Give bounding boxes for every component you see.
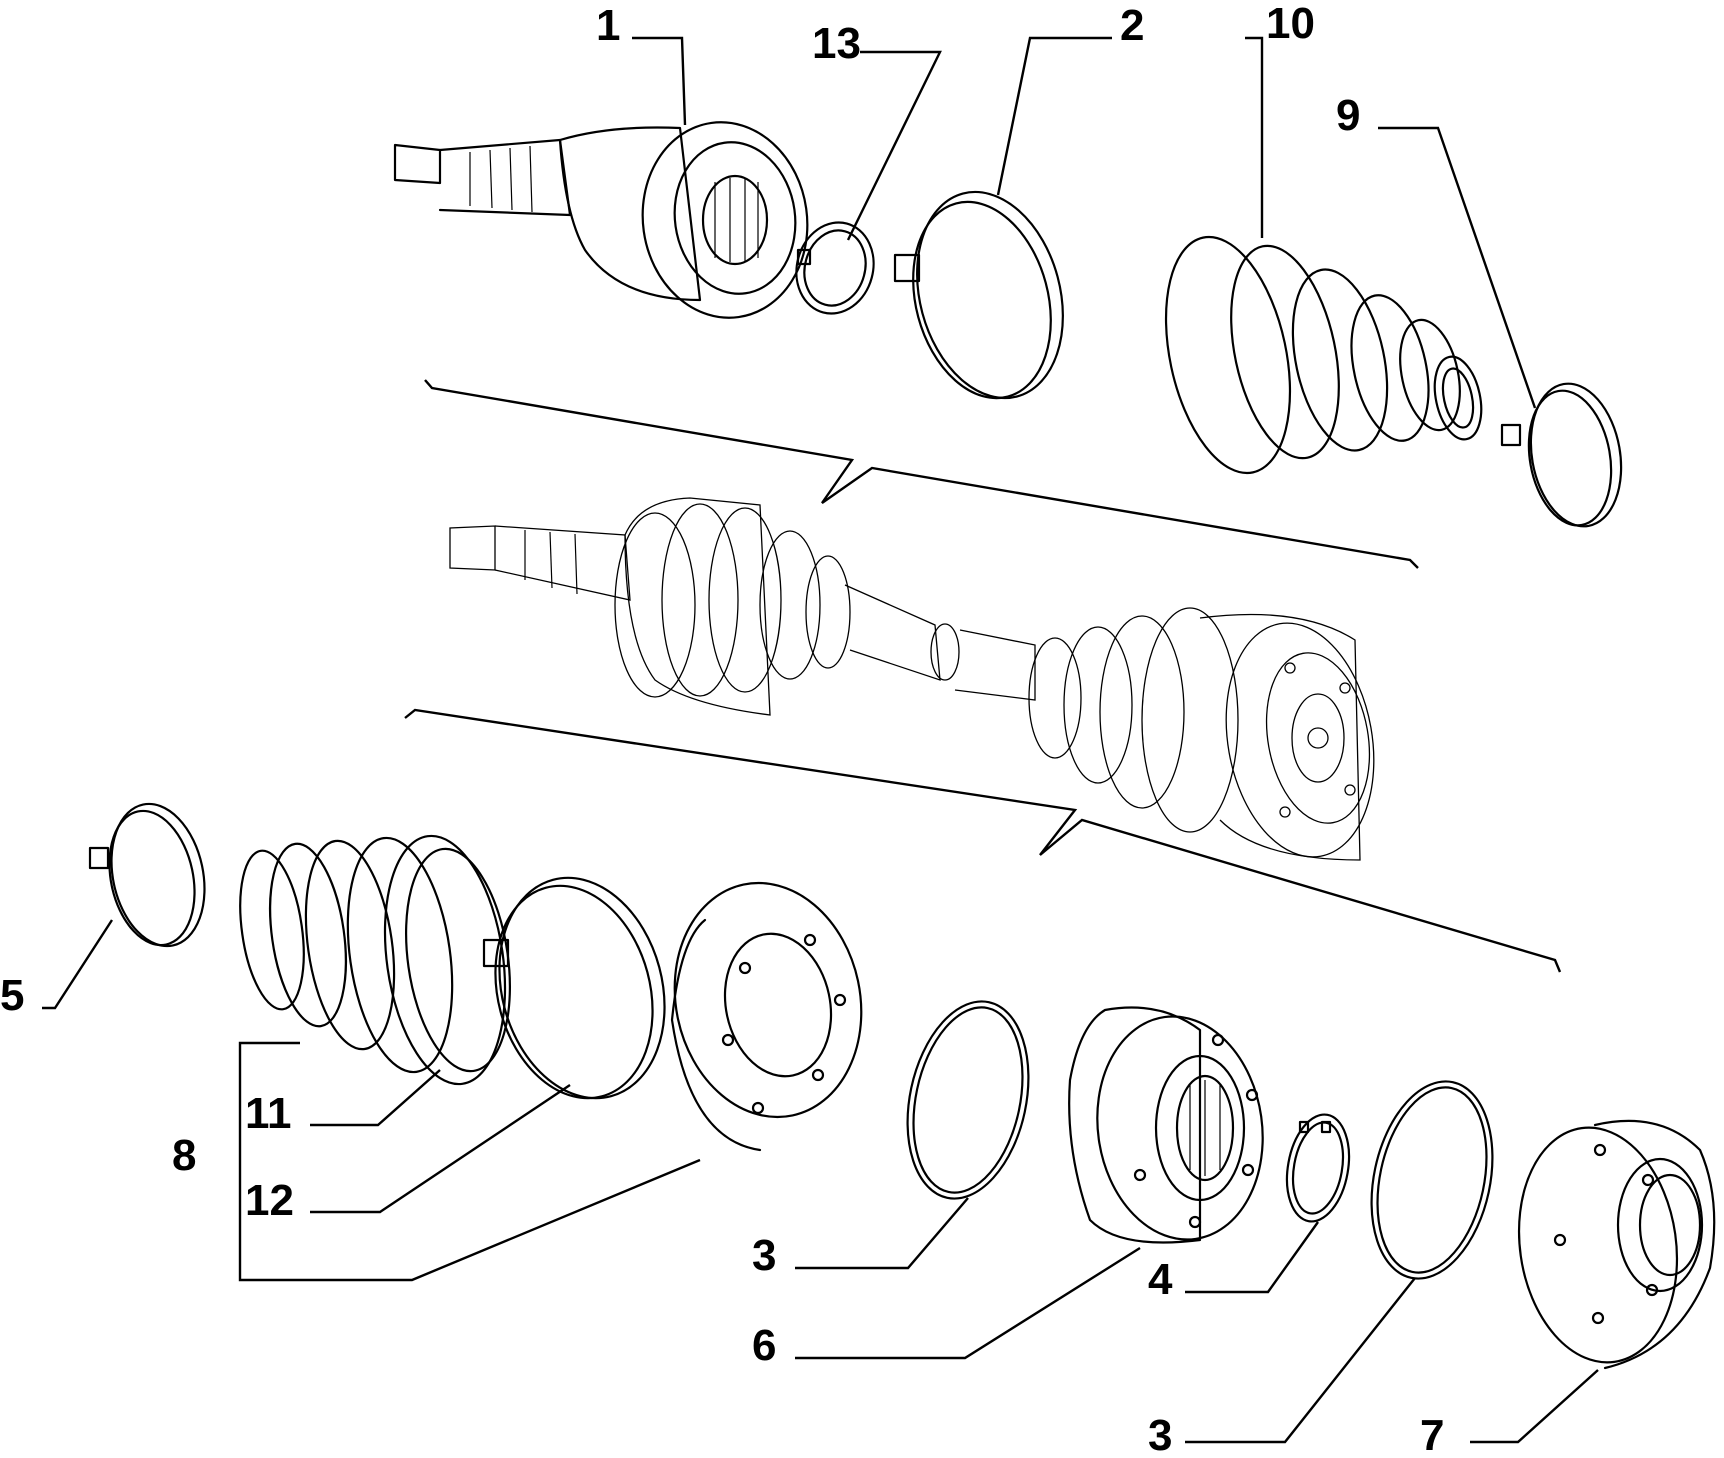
part-13-circlip: [795, 221, 875, 315]
part-12-clamp-band: [482, 876, 666, 1100]
part-9-clamp-band: [1500, 382, 1623, 528]
callout-7: 7: [1420, 1411, 1444, 1458]
part-3-seal-ring-b: [1370, 1080, 1494, 1280]
callout-8: 8: [172, 1131, 196, 1180]
callout-9: 9: [1336, 91, 1360, 140]
callout-5: 5: [0, 971, 24, 1020]
part-4-snap-ring: [1285, 1113, 1351, 1223]
callout-3-second: 3: [1148, 1411, 1172, 1458]
part-10-boot: [1164, 235, 1483, 475]
part-1-outer-cv-joint: [393, 121, 809, 319]
callout-10: 10: [1266, 0, 1315, 48]
callout-6: 6: [752, 1321, 776, 1370]
part-3-seal-ring-a: [906, 1000, 1030, 1200]
part-5-clamp-band: [88, 802, 206, 948]
callout-1: 1: [596, 1, 620, 50]
driveshaft-assembly: [449, 497, 1375, 861]
lower-bracket-line: [404, 708, 1562, 973]
callout-3-first: 3: [752, 1231, 776, 1280]
callout-13: 13: [812, 19, 861, 68]
part-6-inner-cv-joint: [1068, 1006, 1264, 1244]
part-11-boot: [239, 834, 512, 1086]
callout-12: 12: [245, 1176, 294, 1225]
flange-plate: [670, 881, 863, 1152]
upper-bracket-line: [424, 379, 1419, 569]
leader-lines: [42, 36, 1599, 1444]
part-2-clamp-band: [893, 190, 1064, 400]
callout-2: 2: [1120, 1, 1144, 50]
part-7-dust-cover: [1517, 1119, 1716, 1370]
callout-labels: 1 13 2 10 9 5 11 8 12 3 6 4 3 7: [0, 0, 1444, 1458]
callout-4: 4: [1148, 1255, 1173, 1304]
bracket-8: [238, 1041, 701, 1282]
callout-11: 11: [245, 1089, 292, 1138]
